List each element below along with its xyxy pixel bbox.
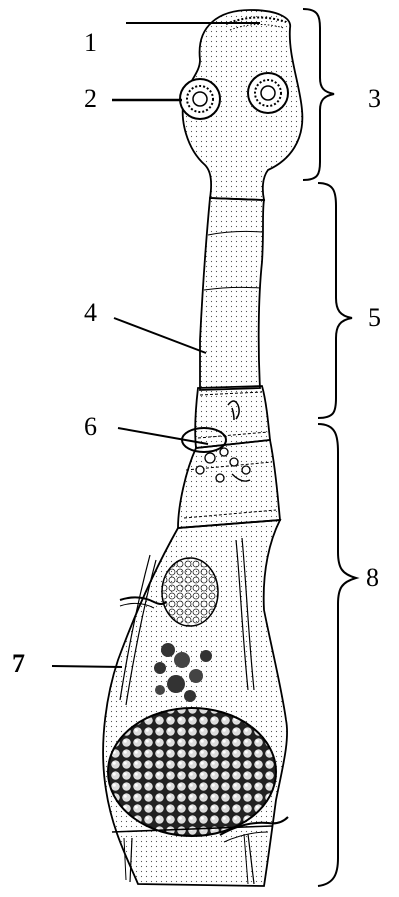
leader-4 [114, 318, 206, 353]
neck [200, 198, 264, 390]
bracket-8 [318, 424, 356, 886]
sucker-right [248, 73, 288, 113]
label-5: 5 [368, 305, 381, 331]
label-6: 6 [84, 414, 97, 440]
label-2: 2 [84, 86, 97, 112]
label-3: 3 [368, 86, 381, 112]
scolex [180, 10, 302, 200]
label-1: 1 [84, 30, 97, 56]
bracket-5 [318, 183, 352, 418]
bracket-3 [303, 9, 334, 180]
label-7: 7 [12, 651, 25, 677]
egg-mass [108, 708, 276, 836]
label-4: 4 [84, 300, 97, 326]
label-8: 8 [366, 565, 379, 591]
leader-7 [52, 666, 122, 667]
mature-segment [178, 440, 280, 528]
immature-segment [195, 386, 270, 448]
sucker-left [180, 79, 220, 119]
